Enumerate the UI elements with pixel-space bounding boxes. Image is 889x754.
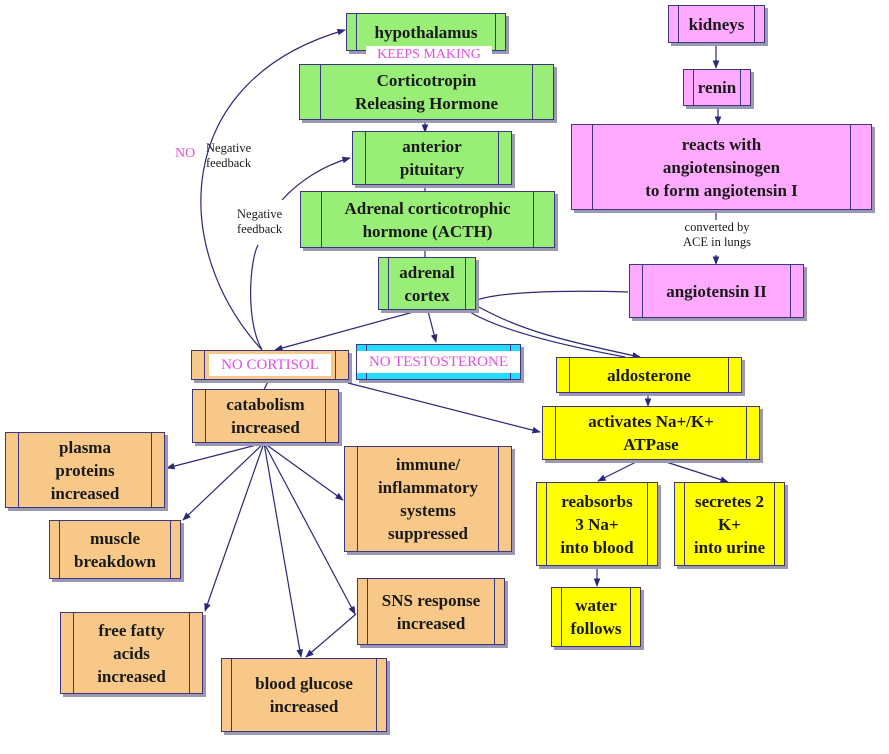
- negative-feedback-outer-label: Negative feedback: [206, 141, 252, 170]
- node-label: water follows: [570, 596, 622, 638]
- node-label: NO CORTISOL: [209, 354, 331, 376]
- node-no-cortisol: NO CORTISOL: [191, 350, 349, 380]
- node-label: NO TESTOSTERONE: [357, 351, 520, 373]
- edge-cat-to-immune: [263, 442, 344, 501]
- node-angiotensin-i: reacts with angiotensinogen to form angi…: [571, 124, 872, 210]
- node-label: renin: [697, 78, 737, 97]
- node-adrenal-cortex: adrenal cortex: [378, 257, 476, 310]
- node-label: immune/ inflammatory systems suppressed: [377, 455, 479, 543]
- node-immune-suppressed: immune/ inflammatory systems suppressed: [344, 446, 512, 552]
- edge-cortisol-to-atpase: [347, 382, 541, 434]
- node-kidneys: kidneys: [668, 5, 765, 43]
- node-label: hypothalamus: [374, 22, 478, 42]
- edge-cortisol-to-catabolism: [263, 380, 269, 391]
- node-muscle-breakdown: muscle breakdown: [49, 520, 181, 579]
- edge-feedback-outer: [200, 28, 346, 351]
- node-label: adrenal cortex: [399, 262, 455, 305]
- node-label: kidneys: [688, 14, 745, 34]
- node-corticotropin-releasing-hormone: Corticotropin Releasing Hormone: [299, 64, 554, 120]
- node-catabolism: catabolism increased: [192, 389, 339, 443]
- node-label: blood glucose increased: [255, 674, 353, 716]
- node-blood-glucose: blood glucose increased: [221, 658, 387, 732]
- node-secretes-potassium: secretes 2 K+ into urine: [674, 482, 785, 566]
- node-label: aldosterone: [607, 365, 691, 385]
- node-label: Corticotropin Releasing Hormone: [354, 71, 499, 113]
- edge-cortex-to-aldosterone: [476, 305, 641, 359]
- edge-cat-to-muscle: [182, 442, 265, 521]
- edge-cortex-to-testosterone: [427, 310, 438, 343]
- edge-cat-to-sns: [263, 442, 356, 615]
- node-aldosterone: aldosterone: [556, 357, 742, 393]
- node-hypothalamus: hypothalamus: [346, 13, 506, 51]
- no-label: NO: [175, 146, 196, 161]
- edge-cortex-to-cortisol: [274, 310, 418, 352]
- node-renin: renin: [683, 69, 751, 106]
- node-label: activates Na+/K+ ATPase: [588, 412, 714, 454]
- node-free-fatty-acids: free fatty acids increased: [60, 612, 203, 694]
- node-reabsorbs-sodium: reabsorbs 3 Na+ into blood: [536, 482, 658, 566]
- edge-atpase-to-secretes: [659, 459, 729, 483]
- edge-atpase-to-reabsorbs: [597, 459, 641, 482]
- node-acth: Adrenal corticotrophic hormone (ACTH): [300, 191, 555, 248]
- converted-by-ace-label: converted by ACE in lungs: [682, 220, 752, 249]
- keeps-making-label: KEEPS MAKING: [366, 46, 492, 64]
- node-no-testosterone: NO TESTOSTERONE: [356, 344, 521, 380]
- edge-feedback-inner: [250, 244, 263, 351]
- node-label: muscle breakdown: [74, 528, 156, 571]
- edge-cortex-to-aldosterone-2: [469, 311, 626, 358]
- node-angiotensin-ii: angiotensin II: [629, 264, 804, 318]
- edge-feedback-inner-2: [281, 156, 351, 201]
- node-label: reacts with angiotensinogen to form angi…: [645, 134, 798, 200]
- node-atpase: activates Na+/K+ ATPase: [542, 406, 760, 460]
- node-label: free fatty acids increased: [97, 620, 166, 686]
- node-label: catabolism increased: [226, 395, 305, 437]
- node-label: angiotensin II: [666, 281, 767, 301]
- edge-cat-to-glucose: [263, 442, 304, 658]
- edge-sns-to-glucose: [305, 613, 357, 658]
- node-label: reabsorbs 3 Na+ into blood: [560, 491, 634, 557]
- node-label: anterior pituitary: [399, 137, 465, 179]
- node-sns-response: SNS response increased: [357, 578, 505, 645]
- edge-cat-to-plasma: [166, 442, 265, 470]
- node-anterior-pituitary: anterior pituitary: [352, 131, 512, 185]
- node-water-follows: water follows: [551, 587, 641, 647]
- node-label: SNS response increased: [381, 590, 481, 633]
- node-label: secretes 2 K+ into urine: [693, 491, 766, 557]
- node-plasma-proteins: plasma proteins increased: [5, 432, 165, 508]
- node-label: plasma proteins increased: [50, 437, 120, 503]
- node-label: Adrenal corticotrophic hormone (ACTH): [344, 198, 511, 241]
- edge-cat-to-ffa: [204, 442, 265, 612]
- edge-angII-to-cortex: [476, 290, 629, 301]
- negative-feedback-inner-label: Negative feedback: [237, 207, 283, 236]
